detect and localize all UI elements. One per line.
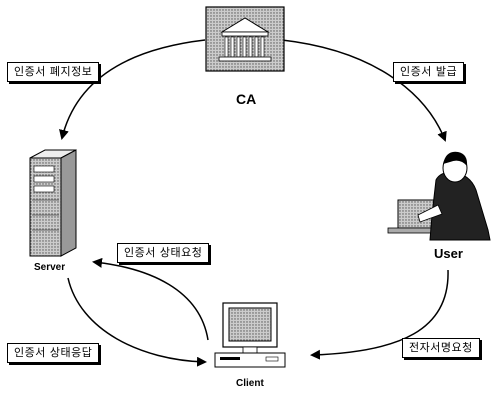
signature-request-label: 전자서명요청 — [402, 338, 480, 358]
status-request-label: 인증서 상태요청 — [117, 243, 210, 263]
issue-label: 인증서 발급 — [393, 62, 465, 82]
arrow-ca-to-user — [281, 39, 447, 142]
ca-label: CA — [236, 91, 257, 107]
arrow-client-to-server — [92, 257, 209, 341]
revocation-info-label: 인증서 폐지정보 — [7, 62, 100, 82]
ca-building-icon — [205, 6, 285, 72]
client-label: Client — [236, 378, 264, 389]
client-computer-icon — [214, 302, 286, 368]
status-response-label: 인증서 상태응답 — [7, 343, 100, 363]
user-person-icon — [387, 151, 491, 241]
arrow-user-to-client — [310, 269, 449, 360]
arrow-server-to-client — [67, 277, 207, 367]
arrow-ca-to-server — [59, 39, 206, 140]
server-label: Server — [34, 262, 66, 273]
user-label: User — [434, 246, 463, 261]
server-icon — [29, 149, 77, 257]
